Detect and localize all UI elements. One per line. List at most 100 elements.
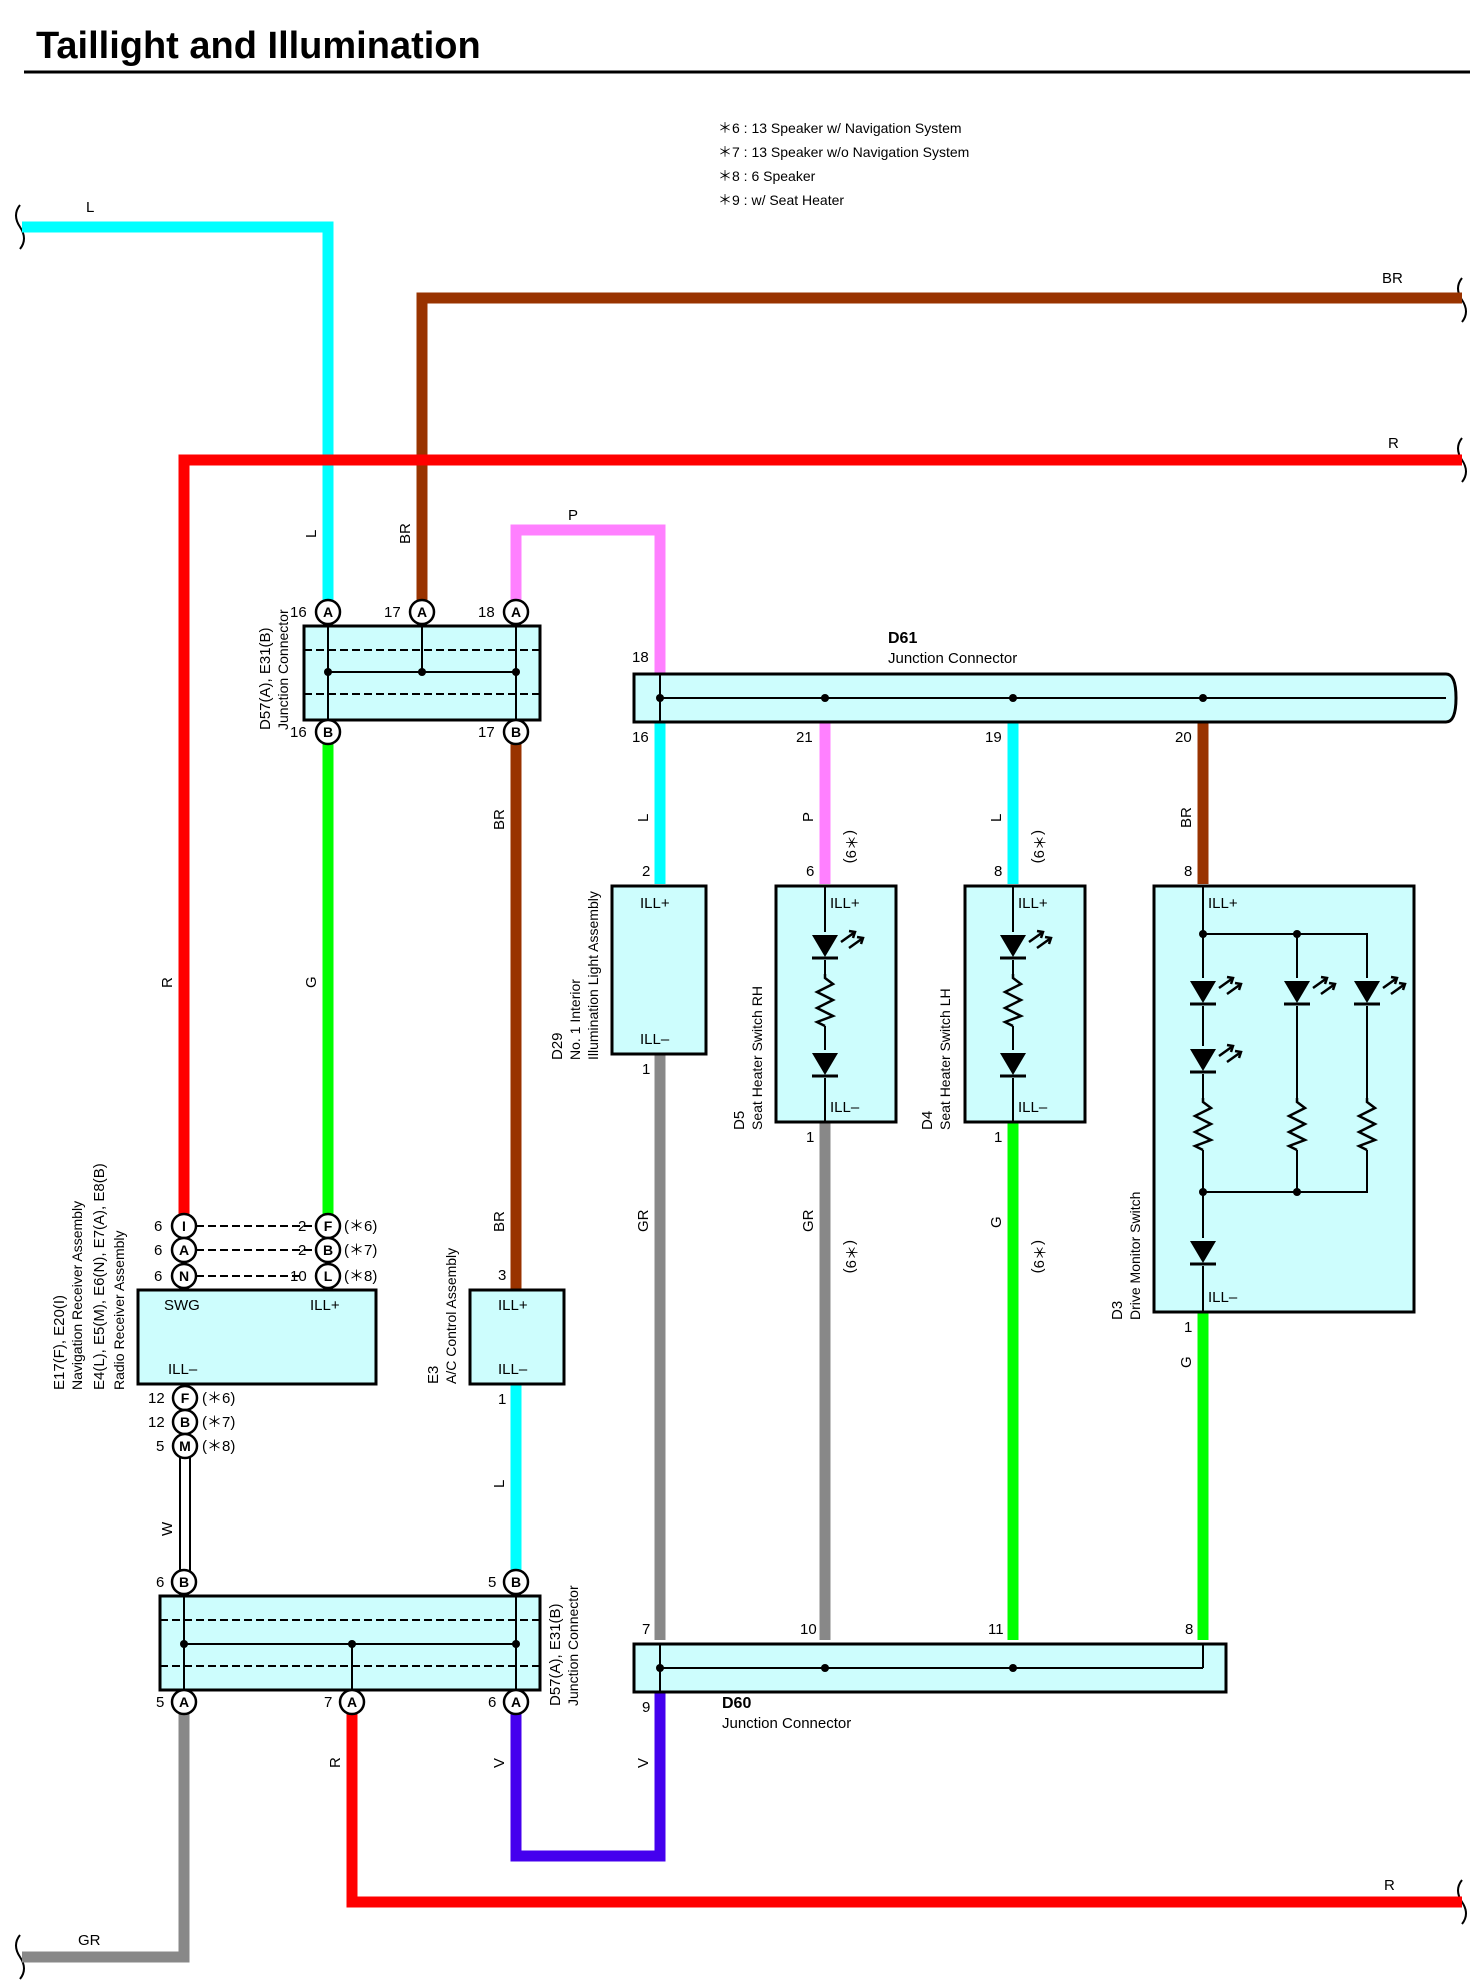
pin-number: 21	[796, 729, 813, 746]
splice-dot	[1009, 694, 1017, 702]
pin-label-swg: SWG	[164, 1297, 200, 1314]
component-box	[610, 884, 708, 1056]
pin-circle: M	[171, 1432, 199, 1460]
component-ref: E3	[425, 1366, 442, 1384]
pin-number: 3	[498, 1267, 506, 1284]
pin-number: 12	[148, 1414, 165, 1431]
pin-number: 5	[488, 1574, 496, 1591]
led-icon	[1189, 1043, 1243, 1074]
component-name: Junction Connector	[565, 1585, 581, 1706]
seat-heater-switch-lh-d4: ILL+ ILL– D4 Seat Heater Switch LH	[919, 884, 1087, 1130]
component-ref: D29	[549, 1032, 566, 1060]
wire-label-r-left: R	[159, 977, 176, 988]
pin-letter: A	[511, 604, 521, 620]
component-name-2: Radio Receiver Assembly	[111, 1230, 127, 1390]
resistor-icon	[1001, 974, 1025, 1028]
splice-dot	[1199, 930, 1207, 938]
wire-label-br-d3: BR	[1178, 807, 1195, 828]
pin-circle: A	[314, 598, 342, 626]
pin-letter: A	[179, 1694, 189, 1710]
pin-label-ill-plus: ILL+	[830, 895, 860, 912]
note9-label-d4: (＊9)	[1030, 830, 1047, 863]
pin-number: 7	[642, 1621, 650, 1638]
component-name-2: Illumination Light Assembly	[585, 891, 601, 1060]
pin-number: 10	[290, 1268, 307, 1285]
internal-line	[1203, 933, 1368, 1193]
pin-label-ill-plus: ILL+	[310, 1297, 340, 1314]
pin-circle: B	[170, 1568, 198, 1596]
receiver-assembly-e17: SWG ILL+ ILL– E17(F), E20(I) Navigation …	[51, 1163, 378, 1390]
component-ref: D5	[731, 1111, 748, 1130]
pin-label-ill-minus: ILL–	[498, 1361, 528, 1378]
pin-number: 1	[642, 1061, 650, 1078]
wire-break-symbol	[15, 204, 25, 250]
component-box	[136, 1288, 378, 1386]
pin-number: 5	[156, 1438, 164, 1455]
note-6: ＊6 : 13 Speaker w/ Navigation System	[718, 120, 962, 136]
pin-letter: B	[323, 724, 333, 740]
component-ref: D57(A), E31(B)	[257, 627, 274, 730]
component-box	[963, 884, 1087, 1124]
pin-note: (＊6)	[344, 1218, 377, 1235]
wire-br-top	[416, 292, 1462, 612]
pin-letter: I	[182, 1218, 186, 1234]
wire-label-v-right: V	[635, 1758, 652, 1768]
splice-dot	[656, 1664, 664, 1672]
pin-number: 5	[156, 1694, 164, 1711]
wire-labels: L BR R P L BR R G BR BR L P L BR GR GR G…	[78, 199, 1403, 1949]
pin-letter: F	[181, 1390, 190, 1406]
pin-letter: B	[323, 1242, 333, 1258]
splice-dot	[821, 694, 829, 702]
wire-label-g-left: G	[303, 976, 320, 988]
pin-number: 19	[985, 729, 1002, 746]
pin-number: 16	[290, 604, 307, 621]
pin-label-ill-minus: ILL–	[640, 1031, 670, 1048]
wire-r-top	[178, 454, 1462, 1222]
pin-number: 8	[1185, 1621, 1193, 1638]
diode-icon	[1189, 1238, 1217, 1266]
component-name: Drive Monitor Switch	[1127, 1192, 1143, 1320]
splice-dot	[418, 668, 426, 676]
wire-label-br-left2: BR	[491, 1211, 508, 1232]
pin-number: 17	[478, 724, 495, 741]
led-icon	[1283, 975, 1337, 1006]
pin-circle: A	[170, 1688, 198, 1716]
pin-number: 18	[632, 649, 649, 666]
pin-note: (＊7)	[344, 1242, 377, 1259]
wire-label-l-d4: L	[988, 814, 1005, 822]
pin-circle: B	[502, 1568, 530, 1596]
component-name: Seat Heater Switch RH	[749, 986, 765, 1130]
note9-label-d5: (＊9)	[842, 830, 859, 863]
pin-label-ill-minus: ILL–	[168, 1361, 198, 1378]
pin-number: 2	[298, 1218, 306, 1235]
pin-number: 8	[994, 863, 1002, 880]
resistor-icon	[813, 974, 837, 1028]
wire-label-br-top: BR	[1382, 270, 1403, 287]
pin-note: (＊6)	[202, 1390, 235, 1407]
pin-number: 2	[642, 863, 650, 880]
wire-label-p-top: P	[568, 507, 578, 524]
pin-number: 2	[298, 1242, 306, 1259]
wire-label-w: W	[159, 1521, 176, 1536]
component-name-1: Navigation Receiver Assembly	[69, 1201, 85, 1390]
component-ref: D57(A), E31(B)	[547, 1603, 564, 1706]
led-icon	[1353, 975, 1407, 1006]
pin-number: 6	[154, 1218, 162, 1235]
component-name-1: No. 1 Interior	[567, 979, 583, 1060]
wire-label-l-d29: L	[635, 814, 652, 822]
component-ref-2: E4(L), E5(M), E6(N), E7(A), E8(B)	[91, 1163, 108, 1390]
splice-dot	[1199, 694, 1207, 702]
pin-circle: A	[502, 1688, 530, 1716]
note9-label-d4-bottom: (＊9)	[1030, 1240, 1047, 1273]
pin-letter: A	[511, 1694, 521, 1710]
pin-number: 18	[478, 604, 495, 621]
pin-circle: B	[502, 718, 530, 746]
component-name: Junction Connector	[722, 1715, 851, 1732]
pin-number: 16	[290, 724, 307, 741]
wire-label-l-top: L	[86, 199, 94, 216]
junction-connector-d61: D61 Junction Connector	[632, 630, 1458, 724]
connector-pins: A A A B B I A N F B L F B M B B A A A	[170, 598, 530, 1716]
wire-label-gr-d5: GR	[800, 1209, 817, 1232]
wire-label-l-vert: L	[303, 530, 320, 538]
pin-note: (＊8)	[344, 1268, 377, 1285]
